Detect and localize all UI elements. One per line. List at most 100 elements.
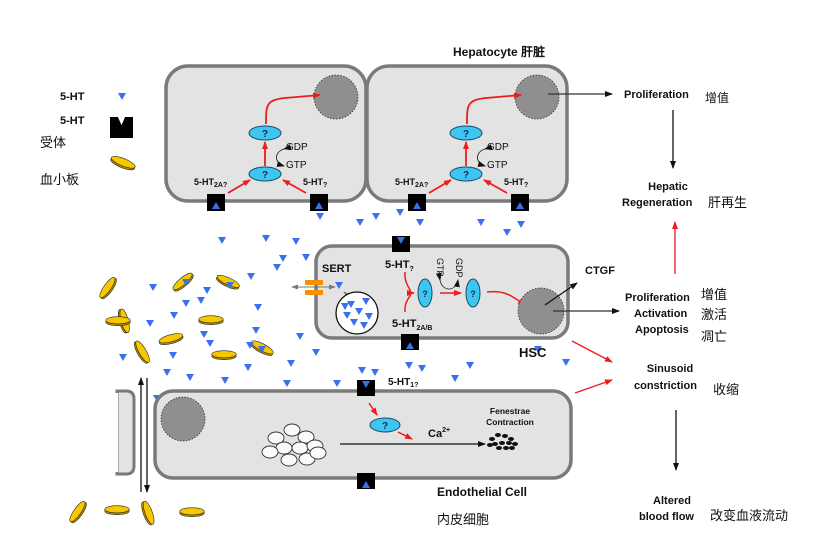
serotonin-molecule xyxy=(119,354,127,361)
hepatocyte-cell-left: ? ? GDP GTP 5-HT2A? 5-HT? xyxy=(164,64,368,211)
serotonin-molecule xyxy=(466,362,474,369)
fenestra-contracted xyxy=(489,437,495,441)
fenestrae-line2: Contraction xyxy=(486,417,534,427)
fenestra-open xyxy=(309,446,327,460)
hepatocyte-cell-right: ? ? GDP GTP 5-HT2A? 5-HT? xyxy=(365,64,569,211)
legend-receptor-label: 5-HT xyxy=(60,115,85,127)
hep-proliferation-label: Proliferation xyxy=(624,89,689,101)
platelet xyxy=(104,505,130,515)
receptor-endothelial-bottom xyxy=(357,473,375,489)
receptor-label: 5-HT2A? xyxy=(194,177,227,189)
serotonin-molecule xyxy=(296,333,304,340)
receptor-5ht-top xyxy=(392,236,410,252)
platelet-icon xyxy=(109,153,137,173)
platelet xyxy=(211,350,237,360)
fenestra-open xyxy=(283,423,301,437)
platelet xyxy=(67,499,90,525)
platelet xyxy=(157,331,185,347)
hsc-proliferation-label: Proliferation xyxy=(625,292,690,304)
receptor-label: 5-HT? xyxy=(303,177,327,189)
sinusoid-cn: 收缩 xyxy=(713,382,739,398)
serotonin-molecule xyxy=(302,254,310,261)
serotonin-molecule xyxy=(477,219,485,226)
gdp-label: GDP xyxy=(454,258,464,278)
bloodflow-line1: Altered xyxy=(653,495,691,507)
receptor-5ht2a xyxy=(408,194,426,211)
receptor-label: 5-HT1? xyxy=(388,377,418,389)
fenestra-contracted xyxy=(508,437,514,441)
receptor-5ht2a xyxy=(207,194,225,211)
activation-arrow xyxy=(227,179,251,194)
serotonin-molecule xyxy=(252,327,260,334)
platelet xyxy=(198,315,224,325)
activation-arrow xyxy=(265,92,321,125)
fenestra-contracted xyxy=(509,446,515,450)
fenestra-contracted xyxy=(492,442,498,446)
fenestra-open xyxy=(291,441,309,455)
nucleus xyxy=(514,74,560,120)
svg-text:?: ? xyxy=(463,170,469,181)
svg-text:?: ? xyxy=(262,129,268,140)
legend: 5-HT 5-HT 受体 血小板 xyxy=(40,91,137,188)
svg-text:?: ? xyxy=(422,289,428,299)
hsc-proliferation-cn: 增值 xyxy=(701,287,727,303)
serotonin-molecule xyxy=(283,380,291,387)
nucleus xyxy=(313,74,359,120)
serotonin-molecule xyxy=(200,331,208,338)
fenestrae-line1: Fenestrae xyxy=(490,406,530,416)
fenestrae-open xyxy=(261,423,327,467)
serotonin-molecule xyxy=(170,312,178,319)
constriction-arrow xyxy=(574,379,613,394)
serotonin-molecule xyxy=(197,297,205,304)
serotonin-molecule xyxy=(396,209,404,216)
serotonin-molecule xyxy=(149,284,157,291)
serotonin-molecule xyxy=(316,213,324,220)
fenestra-contracted xyxy=(495,433,501,437)
hsc-activation-label: Activation xyxy=(634,308,687,320)
activation-arrow xyxy=(397,431,413,440)
gdp-label: GDP xyxy=(487,142,509,153)
bloodflow-cn: 改变血液流动 xyxy=(710,508,788,524)
platelet xyxy=(179,507,205,517)
serotonin-molecule xyxy=(169,352,177,359)
sinusoid-line1: Sinusoid xyxy=(647,363,693,375)
endothelial-cell-adjacent xyxy=(110,389,136,476)
gtp-label: GTP xyxy=(286,160,307,171)
calcium-label: Ca2+ xyxy=(428,427,450,440)
fenestrae-contracted xyxy=(487,433,518,450)
serotonin-molecule xyxy=(146,320,154,327)
fenestra-open xyxy=(280,453,298,467)
activation-arrow xyxy=(282,179,307,194)
serotonin-molecule xyxy=(163,369,171,376)
activation-arrow xyxy=(466,92,522,125)
gtp-gdp-exchange-arrow xyxy=(435,272,460,290)
serotonin-icon xyxy=(118,93,126,100)
legend-receptor-cn: 受体 xyxy=(40,136,66,151)
hep-proliferation-cn: 增值 xyxy=(705,90,729,105)
regeneration-line2: Regeneration xyxy=(622,197,693,209)
gdp-label: GDP xyxy=(286,142,308,153)
platelet xyxy=(170,270,196,294)
serotonin-molecule xyxy=(182,300,190,307)
sinusoid-line2: constriction xyxy=(634,380,697,392)
svg-text:?: ? xyxy=(470,289,476,299)
endothelial-cn: 内皮细胞 xyxy=(437,512,489,528)
gdp-gtp-exchange-arrow xyxy=(477,144,493,167)
fenestra-contracted xyxy=(503,446,509,450)
serotonin-molecule xyxy=(287,360,295,367)
endothelial-cell: Ca2+ Fenestrae Contraction ? 5-HT1? xyxy=(153,377,573,489)
serotonin-molecule xyxy=(416,219,424,226)
protein-unknown xyxy=(465,278,481,308)
fenestra-contracted xyxy=(499,441,505,445)
fenestra-contracted xyxy=(496,446,502,450)
serotonin-molecule xyxy=(418,365,426,372)
platelet xyxy=(131,338,153,366)
serotonin-molecule xyxy=(372,213,380,220)
serotonin-molecule xyxy=(206,340,214,347)
legend-serotonin-label: 5-HT xyxy=(60,91,85,103)
fenestra-contracted xyxy=(502,434,508,438)
serotonin-molecule xyxy=(562,359,570,366)
sert-label: SERT xyxy=(322,263,352,275)
svg-text:?: ? xyxy=(382,421,388,432)
bloodflow-line2: blood flow xyxy=(639,511,694,523)
